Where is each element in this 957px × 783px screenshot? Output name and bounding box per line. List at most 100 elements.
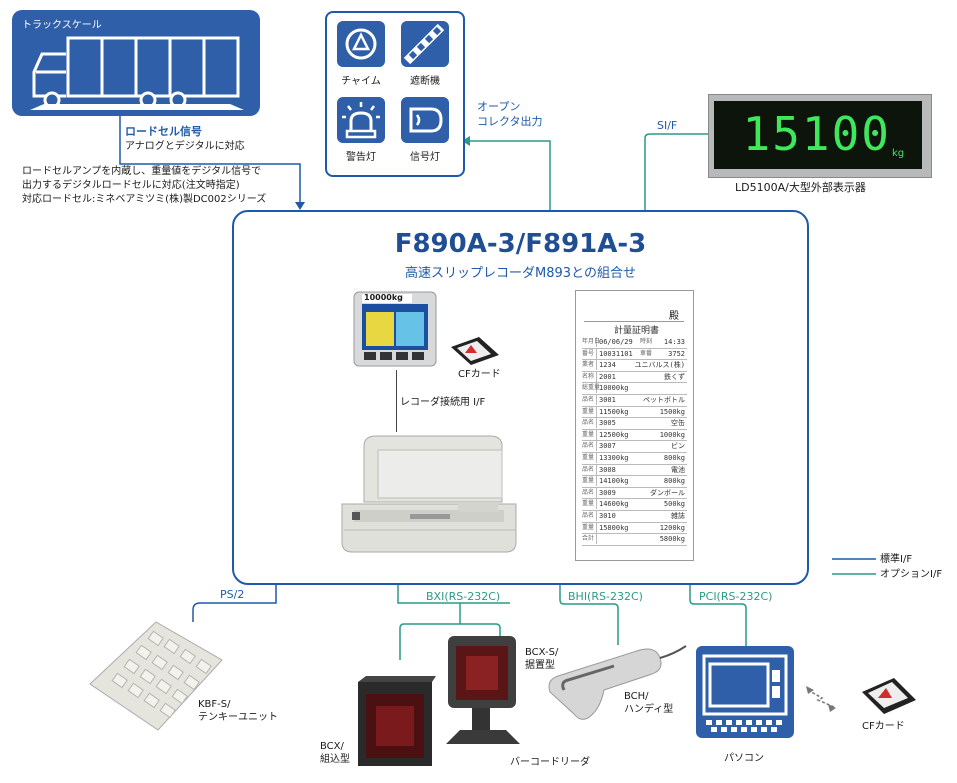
alarm-output-panel: チャイム 遮断機 警告灯 信号灯 — [325, 11, 465, 177]
receipt-row-label: 重量 — [582, 476, 597, 487]
loadcell-line — [119, 116, 301, 206]
bhi-label: BHI(RS-232C) — [568, 590, 643, 603]
receipt-row-label: 重量 — [582, 453, 597, 463]
barrier-icon — [403, 23, 445, 65]
receipt-row-label: 名称 — [582, 371, 597, 382]
receipt-row-weight: 5800kg — [659, 535, 685, 544]
receipt-row-label: 年月日 — [582, 337, 601, 347]
receipt-row-value: 3007 — [599, 442, 616, 451]
receipt-row-weight: 1200kg — [659, 523, 685, 532]
receipt-row-label: 品名 — [582, 395, 597, 405]
terminal-screen-value: 10000kg — [364, 293, 403, 302]
receipt-row-weight: 1000kg — [659, 430, 685, 439]
indicator-terminal-image — [353, 291, 437, 367]
receipt-header: 殿 — [669, 311, 679, 322]
display-unit: kg — [892, 148, 905, 159]
receipt-row-value: 10031101 — [599, 349, 633, 358]
display-digits: 15100 — [742, 107, 891, 161]
loadcell-note-2: 出力するデジタルロードセルに対応(注文時指定) — [22, 180, 240, 191]
legend-option: オプションI/F — [880, 569, 943, 580]
bcxs-scanner-image — [446, 636, 520, 744]
receipt-row-weight: 500kg — [663, 500, 685, 509]
loadcell-signal-title: ロードセル信号 — [125, 125, 202, 138]
receipt-row-label: 品名 — [582, 418, 597, 429]
receipt-row-value: 2001 — [599, 372, 616, 381]
receipt-row-label: 重量 — [582, 406, 597, 417]
receipt-row-value: 06/06/29 — [599, 338, 633, 346]
truck-scale-panel — [12, 10, 260, 116]
receipt-row-label: 品名 — [582, 441, 597, 452]
receipt-row: 合計 5800kg — [582, 534, 687, 546]
legend-standard: 標準I/F — [880, 554, 913, 565]
warning-light-tile — [337, 97, 385, 143]
ps2-label: PS/2 — [220, 588, 245, 601]
main-title: F890A-3/F891A-3 — [394, 229, 647, 259]
receipt-row-value: 3001 — [599, 396, 616, 404]
loadcell-arrow — [295, 202, 305, 210]
keypad-image — [89, 621, 223, 731]
receipt-row-weight: 800kg — [663, 454, 685, 462]
slip-recorder-image — [341, 435, 517, 553]
signal-light-label: 信号灯 — [410, 152, 440, 163]
receipt-row-weight: ビン — [671, 442, 685, 451]
receipt-row-mid-label: 時刻 — [640, 338, 653, 345]
pci-label: PCI(RS-232C) — [699, 590, 773, 603]
receipt-row-value: 3009 — [599, 488, 616, 497]
cf-transfer-arrow — [807, 689, 835, 708]
receipt-row-weight: 800kg — [663, 477, 685, 486]
receipt-row-label: 品名 — [582, 464, 597, 475]
receipt-row-weight: 3752 — [668, 349, 685, 358]
receipt-row-label: 番号 — [582, 348, 597, 359]
pc-label: パソコン — [724, 753, 764, 764]
bxi-label: BXI(RS-232C) — [426, 590, 501, 603]
receipt-row-weight: 空缶 — [671, 419, 685, 428]
receipt-row-value: 3010 — [599, 512, 616, 520]
bch-label-1: BCH/ — [624, 691, 649, 702]
keypad-label-2: テンキーユニット — [198, 712, 278, 723]
receipt-row-label: 品名 — [582, 511, 597, 521]
bxi-line — [397, 581, 510, 604]
receipt-row-value: 3005 — [599, 419, 616, 428]
pc-panel — [696, 646, 794, 738]
bcxs-label-1: BCX-S/ — [525, 647, 559, 658]
receipt-row-value: 14600kg — [599, 500, 629, 509]
main-unit-panel — [232, 210, 809, 585]
pc-cf-card-icon — [862, 678, 916, 714]
bcx-scanner-image — [358, 676, 436, 766]
truck-scale-title: トラックスケール — [22, 20, 102, 31]
ps2-line — [192, 581, 277, 622]
pc-cf-card-label: CFカード — [862, 721, 905, 732]
bch-label-2: ハンディ型 — [624, 704, 674, 715]
external-display-screen — [714, 101, 922, 169]
loadcell-note-3: 対応ロードセル:ミネベアミツミ(株)製DC002シリーズ — [22, 194, 267, 205]
receipt-row-value: 3008 — [599, 465, 616, 474]
receipt-row-label: 総重量 — [582, 383, 601, 394]
bcx-label-1: BCX/ — [320, 741, 344, 752]
receipt-row-value: 1234 — [599, 361, 616, 370]
chime-tile — [337, 21, 385, 67]
cf-card-label: CFカード — [458, 369, 501, 380]
signal-light-tile — [401, 97, 449, 143]
barrier-tile — [401, 21, 449, 67]
recorder-if-label: レコーダ接続用 I/F — [400, 397, 486, 408]
receipt-row-label: 重量 — [582, 522, 597, 533]
receipt-row-weight: ペットボトル — [643, 396, 685, 404]
receipt-row-value: 13300kg — [599, 454, 629, 462]
receipt-row-label: 業者 — [582, 360, 597, 371]
receipt-row-value: 14100kg — [599, 477, 629, 486]
receipt-row-label: 合計 — [582, 534, 597, 545]
